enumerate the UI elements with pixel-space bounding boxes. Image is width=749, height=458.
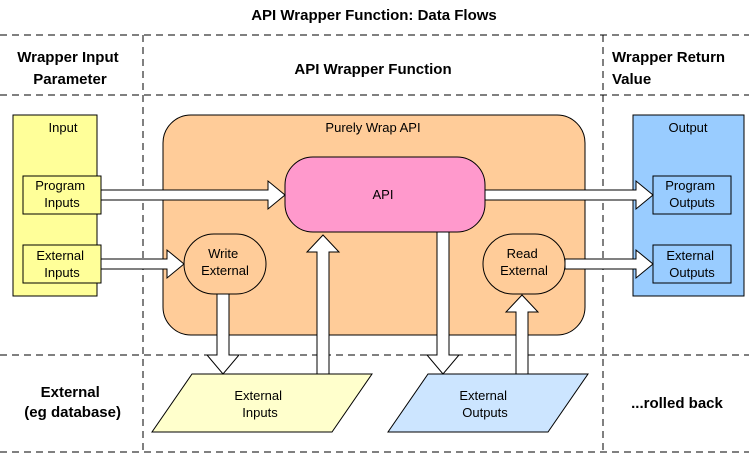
external-inputs-store (151, 373, 373, 433)
external-inputs-store-label: External Inputs (234, 388, 285, 420)
column-header-function: API Wrapper Function (294, 61, 451, 78)
arrow-external-inputs-to-api (305, 234, 341, 375)
external-outputs-store (387, 373, 589, 433)
column-header-input: Wrapper Input Parameter (17, 49, 123, 88)
external-inputs-label: External Inputs (36, 248, 87, 280)
purely-wrap-api-label: Purely Wrap API (325, 120, 420, 135)
arrow-api-to-program-outputs (484, 179, 654, 211)
rolled-back-label: ...rolled back (631, 395, 723, 412)
arrow-external-outputs-to-read (504, 294, 540, 375)
external-outputs-label: External Outputs (666, 248, 717, 280)
arrow-external-inputs-to-write (100, 248, 185, 280)
external-outputs-store-label: External Outputs (459, 388, 510, 420)
output-box-label: Output (668, 120, 707, 135)
external-row-label: External (eg database) (24, 384, 121, 421)
arrow-program-inputs-to-api (100, 179, 286, 211)
input-box-label: Input (49, 120, 78, 135)
program-inputs-label: Program Inputs (35, 178, 88, 210)
external-outputs-box (652, 244, 732, 284)
write-external-label: Write External (201, 246, 249, 278)
program-outputs-label: Program Outputs (665, 178, 718, 210)
read-external-label: Read External (500, 246, 548, 278)
program-outputs-box (652, 175, 732, 215)
api-node-label: API (373, 187, 394, 202)
arrow-write-to-external-inputs (205, 293, 241, 375)
diagram-title: API Wrapper Function: Data Flows (251, 7, 497, 24)
arrow-read-to-external-outputs (564, 248, 654, 280)
column-header-return: Wrapper Return Value (612, 49, 729, 88)
swimlane-grid (0, 34, 749, 453)
arrow-api-to-external-outputs (425, 231, 461, 375)
